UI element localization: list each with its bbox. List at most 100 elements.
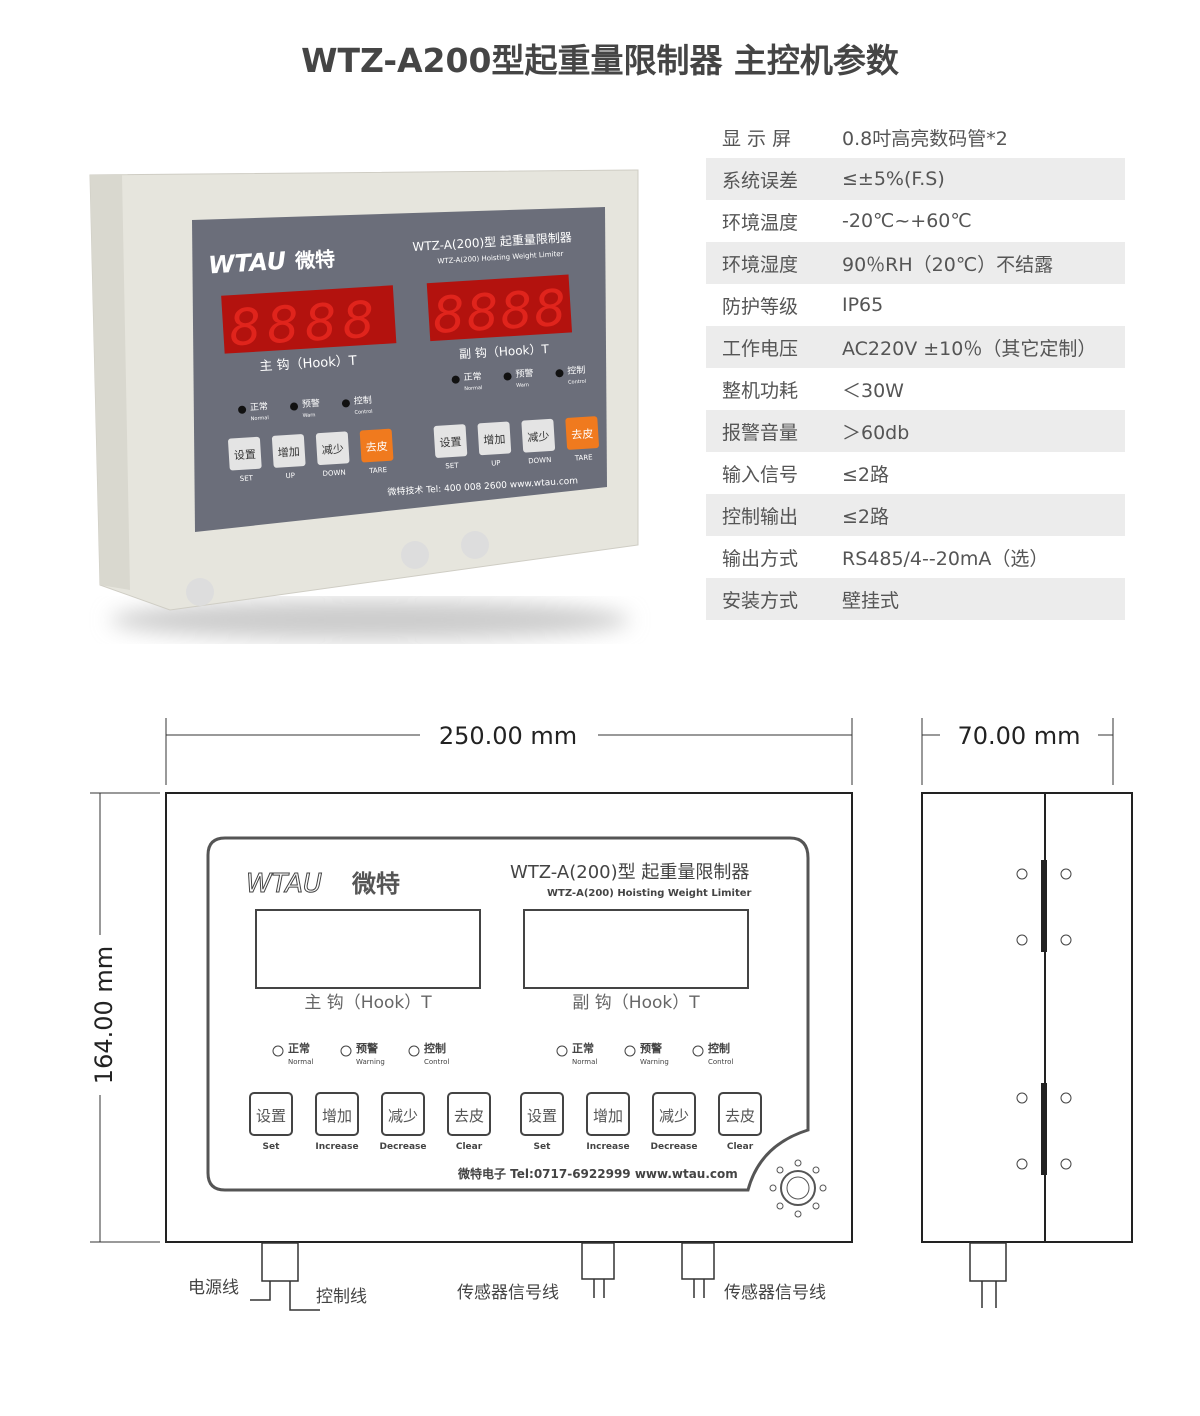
spec-value: ≤±5%(F.S) bbox=[842, 168, 945, 190]
hinge bbox=[1041, 1083, 1047, 1175]
spec-row: 防护等级 IP65 bbox=[706, 284, 1125, 326]
panel-button[interactable] bbox=[359, 428, 394, 463]
panel-button[interactable] bbox=[271, 434, 306, 468]
led-indicator bbox=[503, 372, 512, 381]
led-indicator bbox=[556, 1045, 568, 1057]
panel-button[interactable] bbox=[381, 1092, 425, 1136]
button-label-en: TARE bbox=[574, 453, 593, 462]
brand-logo-cn: 微特 bbox=[293, 247, 335, 273]
spec-value: 壁挂式 bbox=[842, 589, 900, 612]
led-label-en: Warn bbox=[516, 382, 529, 389]
hinge bbox=[1041, 860, 1047, 952]
page-title: WTZ-A200型起重量限制器 主控机参数 bbox=[301, 41, 899, 80]
button-label: 去皮 bbox=[454, 1107, 484, 1125]
spec-value: AC220V ±10％（其它定制） bbox=[842, 337, 1097, 360]
button-label-en: Increase bbox=[315, 1142, 358, 1152]
led-indicator bbox=[238, 405, 247, 414]
panel-button[interactable] bbox=[565, 416, 599, 450]
spec-label: 防护等级 bbox=[722, 295, 799, 318]
aux-display-window bbox=[523, 909, 749, 989]
panel-button[interactable] bbox=[520, 1092, 564, 1136]
button-label: 增加 bbox=[483, 432, 506, 447]
panel-button[interactable] bbox=[315, 1092, 359, 1136]
led-label-en: Control bbox=[568, 379, 586, 386]
spec-label: 显 示 屏 bbox=[722, 127, 792, 150]
led-label: 正常 bbox=[572, 1041, 594, 1055]
led-label: 控制 bbox=[353, 394, 372, 407]
spec-label: 安装方式 bbox=[722, 589, 799, 612]
spec-value: ＞60db bbox=[842, 421, 910, 444]
buzzer-icon bbox=[769, 1159, 827, 1218]
spec-value: ≤2路 bbox=[842, 463, 890, 486]
button-label-en: UP bbox=[285, 472, 295, 481]
button-label: 去皮 bbox=[571, 427, 594, 441]
panel-button[interactable] bbox=[521, 418, 556, 453]
spec-label: 输出方式 bbox=[722, 547, 799, 570]
spec-label: 控制输出 bbox=[722, 505, 799, 528]
panel-button[interactable] bbox=[228, 436, 262, 471]
button-label-en: SET bbox=[445, 462, 459, 471]
button-label: 减少 bbox=[659, 1107, 689, 1125]
led-label-en: Warning bbox=[640, 1058, 669, 1066]
led-label: 正常 bbox=[250, 400, 269, 413]
button-label: 去皮 bbox=[725, 1107, 755, 1125]
width-dimension: 250.00 mm bbox=[439, 722, 577, 750]
power-cable-label: 电源线 bbox=[188, 1278, 239, 1298]
cable-gland bbox=[186, 578, 214, 606]
depth-dimension: 70.00 mm bbox=[957, 722, 1080, 750]
panel-button[interactable] bbox=[718, 1092, 762, 1136]
panel-button[interactable] bbox=[447, 1092, 491, 1136]
led-indicator bbox=[272, 1045, 284, 1057]
panel-button[interactable] bbox=[477, 421, 512, 456]
spec-label: 报警音量 bbox=[722, 421, 799, 444]
led-indicator bbox=[555, 369, 564, 378]
spec-label: 环境温度 bbox=[722, 211, 799, 234]
button-label: 减少 bbox=[321, 443, 344, 457]
aux-hook-label: 副 钩（Hook）T bbox=[459, 342, 550, 361]
spec-label: 整机功耗 bbox=[722, 379, 799, 402]
panel-button[interactable] bbox=[249, 1092, 293, 1136]
led-label-en: Normal bbox=[572, 1058, 597, 1066]
drawing-aux-hook-label: 副 钩（Hook）T bbox=[572, 993, 700, 1013]
button-label-en: Increase bbox=[586, 1142, 629, 1152]
drawing-brand-logo: WTAU bbox=[246, 869, 322, 899]
led-indicator bbox=[341, 399, 350, 408]
panel-button[interactable] bbox=[586, 1092, 630, 1136]
button-label-en: Set bbox=[263, 1142, 281, 1152]
spec-value: ≤2路 bbox=[842, 505, 890, 528]
button-label-en: SET bbox=[240, 474, 254, 483]
main-display-digits: 8888 bbox=[227, 290, 382, 357]
spec-row: 系统误差≤±5%(F.S) bbox=[706, 158, 1125, 200]
led-label-en: Normal bbox=[464, 385, 482, 392]
panel-button[interactable] bbox=[433, 424, 468, 458]
spec-value: 90％RH（20℃）不结露 bbox=[842, 253, 1054, 276]
led-label-en: Normal bbox=[288, 1058, 313, 1066]
led-indicator bbox=[290, 402, 299, 411]
button-label-en: UP bbox=[491, 459, 501, 468]
height-dimension: 164.00 mm bbox=[90, 946, 118, 1084]
main-hook-display bbox=[221, 285, 397, 354]
button-label: 设置 bbox=[234, 448, 257, 462]
control-cable-label: 控制线 bbox=[316, 1287, 367, 1307]
led-label: 预警 bbox=[515, 367, 534, 380]
led-label-en: Warning bbox=[356, 1058, 385, 1066]
led-label-en: Warn bbox=[302, 412, 315, 419]
spec-value: IP65 bbox=[842, 294, 884, 316]
button-label: 增加 bbox=[277, 444, 300, 459]
panel-button[interactable] bbox=[315, 431, 350, 466]
spec-label: 工作电压 bbox=[722, 337, 799, 360]
led-indicator bbox=[451, 375, 460, 384]
hinge-side bbox=[90, 175, 130, 590]
led-label-en: Control bbox=[424, 1058, 449, 1066]
panel-button[interactable] bbox=[652, 1092, 696, 1136]
led-label-en: Control bbox=[708, 1058, 733, 1066]
aux-display-digits: 8888 bbox=[431, 279, 570, 345]
button-label-en: Clear bbox=[727, 1142, 754, 1152]
button-label: 设置 bbox=[439, 435, 462, 449]
button-label: 增加 bbox=[593, 1107, 623, 1125]
led-label: 控制 bbox=[424, 1041, 446, 1055]
